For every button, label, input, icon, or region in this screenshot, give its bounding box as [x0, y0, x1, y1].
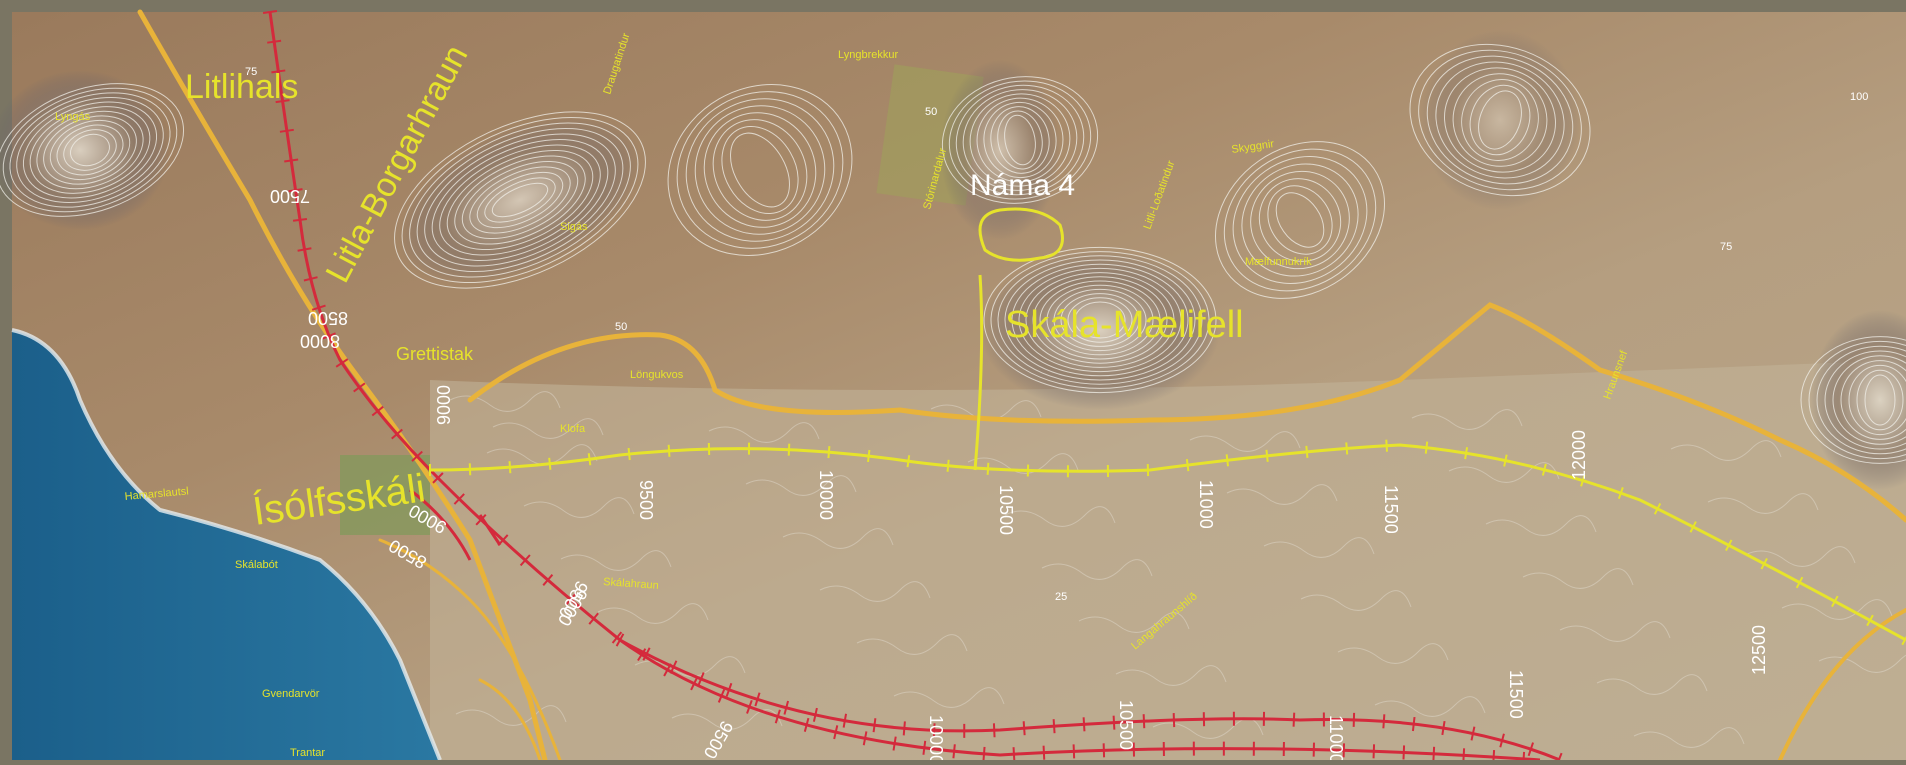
chainage-label: 8000 — [300, 331, 340, 351]
alignment-tick — [669, 445, 670, 457]
alignment-tick — [1493, 750, 1494, 760]
frame-top — [0, 0, 1906, 12]
place-label-trantar: Trantar — [290, 747, 325, 759]
chainage-label: 10500 — [1116, 700, 1136, 750]
alignment-tick — [1383, 714, 1384, 728]
contour-label: 25 — [1055, 591, 1067, 603]
alignment-tick — [549, 458, 550, 470]
alignment-tick — [1014, 747, 1015, 760]
chainage-label: 10000 — [926, 715, 946, 760]
contour-label: 50 — [925, 106, 937, 118]
alignment-tick — [994, 723, 995, 737]
place-label-sigas: Sigás — [560, 221, 588, 233]
chainage-label: 7500 — [270, 186, 310, 206]
alignment-tick — [904, 721, 905, 735]
alignment-tick — [1306, 446, 1307, 458]
place-label-longukvos: Löngukvos — [630, 369, 684, 381]
alignment-tick — [1227, 454, 1228, 466]
alignment-tick — [1144, 714, 1145, 728]
place-label-skala-maelifell: Skála-Mælifell — [1005, 304, 1244, 346]
place-label-klofa: Klofa — [560, 423, 586, 435]
alignment-tick — [789, 444, 790, 456]
contour-label: 50 — [615, 321, 627, 333]
alignment-tick — [828, 446, 829, 458]
alignment-tick — [1074, 744, 1075, 758]
alignment-tick — [1114, 716, 1115, 730]
alignment-tick — [1294, 713, 1295, 727]
alignment-tick — [1044, 746, 1045, 760]
chainage-label: 11500 — [1381, 485, 1401, 534]
chainage-label: 11000 — [1326, 715, 1346, 760]
alignment-tick — [948, 460, 949, 472]
alignment-tick — [1403, 745, 1404, 759]
chainage-label: 10000 — [816, 470, 836, 520]
alignment-tick — [983, 747, 984, 760]
alignment-tick — [1386, 440, 1387, 452]
place-label-lyngbrekkur: Lyngbrekkur — [838, 49, 898, 61]
alignment-tick — [510, 461, 511, 473]
alignment-tick — [868, 450, 869, 462]
alignment-tick — [1523, 752, 1524, 760]
place-label-lyngas: Lyngás — [55, 111, 91, 123]
alignment-tick — [1084, 717, 1085, 731]
alignment-tick — [1433, 747, 1434, 760]
chainage-label: 11500 — [1506, 670, 1526, 719]
contour-label: 75 — [1720, 241, 1732, 253]
place-label-gvendarvor: Gvendarvör — [262, 688, 320, 700]
chainage-label: 8500 — [308, 308, 348, 328]
place-label-skalabot: Skálabót — [235, 559, 278, 571]
chainage-label: 9000 — [434, 385, 454, 425]
place-label-grettistak: Grettistak — [396, 344, 474, 364]
alignment-tick — [988, 463, 989, 475]
alignment-tick — [1426, 442, 1427, 454]
alignment-tick — [1266, 450, 1267, 462]
chainage-label: 12000 — [1569, 430, 1589, 480]
contour-label: 100 — [1850, 91, 1868, 103]
alignment-tick — [1054, 719, 1055, 733]
alignment-tick — [953, 744, 954, 758]
chainage-label: 12500 — [1749, 625, 1769, 675]
alignment-tick — [1346, 442, 1347, 454]
chainage-label: 9500 — [636, 480, 656, 520]
chainage-label: 10500 — [996, 485, 1016, 535]
alignment-tick — [629, 448, 630, 460]
place-label-litlihals: Litlihals — [185, 68, 298, 106]
chainage-label: 11000 — [1196, 480, 1216, 529]
place-label-nama-4: Náma 4 — [970, 169, 1075, 202]
alignment-tick — [1024, 721, 1025, 735]
place-label-malfunnukrikur: Mælfunnukrík — [1245, 256, 1312, 268]
alignment-tick — [1463, 748, 1464, 760]
